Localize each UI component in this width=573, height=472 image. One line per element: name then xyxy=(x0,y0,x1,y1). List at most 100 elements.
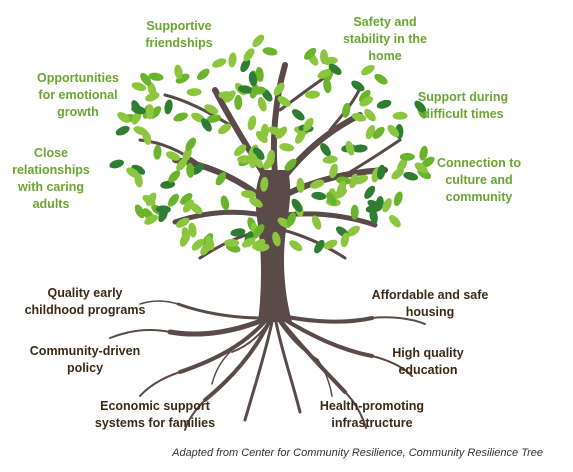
leaf-161 xyxy=(248,71,258,87)
leaf-156 xyxy=(131,105,146,115)
leaf-118 xyxy=(212,58,227,68)
leaf-127 xyxy=(134,172,143,188)
leaf-43 xyxy=(165,151,181,161)
leaf-183 xyxy=(153,144,162,160)
leaf-132 xyxy=(144,214,158,225)
leaf-99 xyxy=(180,193,193,205)
leaf-121 xyxy=(234,144,247,157)
root-9 xyxy=(344,391,367,429)
leaf-86 xyxy=(253,224,265,237)
root-17 xyxy=(139,300,179,305)
root-1 xyxy=(109,329,171,339)
leaf-179 xyxy=(365,204,381,213)
leaf-93 xyxy=(201,118,212,132)
leaf-109 xyxy=(205,235,215,251)
leaf-167 xyxy=(237,155,253,164)
branch-4 xyxy=(270,62,288,178)
leaf-148 xyxy=(328,63,342,75)
leaf-166 xyxy=(272,231,281,247)
leaf-98 xyxy=(305,90,320,99)
leaf-136 xyxy=(140,72,152,86)
leaf-160 xyxy=(223,90,236,103)
leaf-152 xyxy=(372,126,385,139)
root-10 xyxy=(280,316,374,358)
leaf-26 xyxy=(262,47,278,56)
leaf-187 xyxy=(414,162,428,174)
branch-2 xyxy=(212,87,273,188)
leaf-181 xyxy=(354,174,369,185)
leaf-188 xyxy=(182,199,195,213)
leaf-85 xyxy=(359,89,371,103)
leaf-63 xyxy=(303,117,314,132)
leaf-103 xyxy=(109,159,124,169)
leaf-96 xyxy=(215,171,227,186)
leaf-45 xyxy=(160,180,176,189)
leaf-159 xyxy=(322,155,338,164)
root-19 xyxy=(317,359,333,397)
leaf-155 xyxy=(257,97,267,112)
leaf-75 xyxy=(304,47,317,60)
leaf-185 xyxy=(340,232,350,248)
leaf-178 xyxy=(289,240,303,252)
leaf-44 xyxy=(419,145,428,161)
leaf-150 xyxy=(376,99,392,109)
leaf-173 xyxy=(243,48,255,62)
leaf-84 xyxy=(220,195,230,211)
leaf-28 xyxy=(361,64,375,76)
leaf-82 xyxy=(133,126,148,136)
leaf-18 xyxy=(206,114,222,123)
leaf-157 xyxy=(279,143,295,152)
leaf-42 xyxy=(317,68,332,79)
leaf-59 xyxy=(192,162,205,175)
leaf-138 xyxy=(174,64,183,80)
leaf-67 xyxy=(117,112,131,123)
leaf-80 xyxy=(131,110,142,125)
leaf-165 xyxy=(173,112,188,122)
leaf-40 xyxy=(350,204,359,220)
trunk xyxy=(255,170,292,322)
leaf-168 xyxy=(260,176,269,192)
leaf-128 xyxy=(359,96,374,107)
leaf-34 xyxy=(247,115,257,131)
leaf-110 xyxy=(204,104,219,115)
leaf-41 xyxy=(393,191,403,207)
leaf-158 xyxy=(352,144,368,153)
leaf-17 xyxy=(349,173,359,189)
leaf-169 xyxy=(314,239,325,254)
leaf-176 xyxy=(391,167,404,180)
leaf-105 xyxy=(145,104,154,120)
tree-leaves xyxy=(109,34,435,256)
leaf-91 xyxy=(249,153,258,169)
leaf-129 xyxy=(131,82,147,92)
leaf-145 xyxy=(292,109,305,121)
leaf-135 xyxy=(351,112,367,122)
branch-13 xyxy=(281,228,347,260)
root-16 xyxy=(176,302,264,320)
root-18 xyxy=(211,351,231,385)
leaf-31 xyxy=(249,197,263,208)
leaf-79 xyxy=(266,149,276,165)
leaf-33 xyxy=(164,99,173,115)
leaf-184 xyxy=(323,78,332,94)
leaf-108 xyxy=(364,108,376,122)
source-caption: Adapted from Center for Community Resili… xyxy=(172,447,543,459)
leaf-36 xyxy=(320,143,331,157)
leaf-117 xyxy=(148,72,164,81)
leaf-39 xyxy=(421,156,435,168)
leaf-100 xyxy=(346,225,360,237)
root-13 xyxy=(371,316,426,325)
root-15 xyxy=(277,319,319,361)
leaf-88 xyxy=(167,193,180,207)
leaf-175 xyxy=(251,86,266,95)
leaf-186 xyxy=(186,162,195,178)
leaf-20 xyxy=(295,130,306,144)
leaf-111 xyxy=(351,80,365,92)
leaf-72 xyxy=(252,34,265,47)
